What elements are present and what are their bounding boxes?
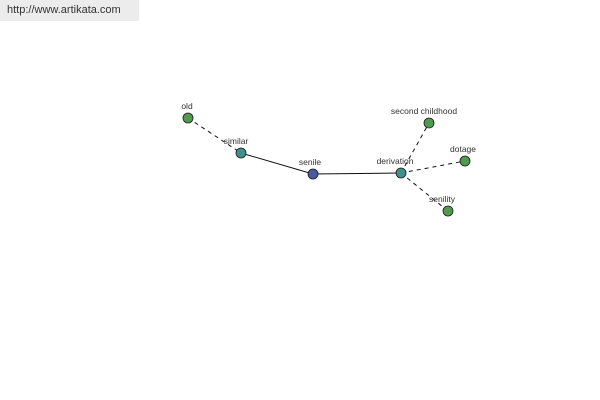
node-label-second-childhood[interactable]: second childhood bbox=[391, 106, 457, 116]
node-dotage[interactable]: dotage bbox=[450, 144, 476, 167]
node-circle-senility[interactable] bbox=[442, 205, 454, 217]
graph-edges bbox=[187, 117, 466, 212]
node-senile[interactable]: senile bbox=[299, 157, 321, 180]
node-circle-senile[interactable] bbox=[307, 168, 319, 180]
node-circle-similar[interactable] bbox=[235, 147, 247, 159]
node-label-derivation[interactable]: derivation bbox=[377, 156, 414, 166]
edge-derivation-to-second-childhood bbox=[400, 122, 430, 174]
node-label-dotage[interactable]: dotage bbox=[450, 144, 476, 154]
node-senility[interactable]: senility bbox=[429, 194, 456, 217]
edge-derivation-to-senility bbox=[400, 172, 449, 212]
node-label-similar[interactable]: similar bbox=[224, 136, 249, 146]
graph-nodes: old similar senile derivation second childho… bbox=[181, 101, 476, 217]
source-url-text[interactable]: http://www.artikata.com bbox=[7, 4, 121, 16]
node-circle-second-childhood[interactable] bbox=[423, 117, 435, 129]
edge-similar-to-senile bbox=[240, 152, 314, 175]
node-label-senile[interactable]: senile bbox=[299, 157, 321, 167]
node-derivation[interactable]: derivation bbox=[377, 156, 414, 179]
edge-old-to-similar bbox=[187, 117, 242, 154]
node-circle-derivation[interactable] bbox=[395, 167, 407, 179]
edge-derivation-to-dotage bbox=[400, 160, 466, 174]
node-circle-dotage[interactable] bbox=[459, 155, 471, 167]
node-second-childhood[interactable]: second childhood bbox=[391, 106, 457, 129]
edge-senile-to-derivation bbox=[312, 172, 402, 175]
node-label-old[interactable]: old bbox=[181, 101, 193, 111]
node-similar[interactable]: similar bbox=[224, 136, 249, 159]
node-circle-old[interactable] bbox=[182, 112, 194, 124]
node-label-senility[interactable]: senility bbox=[429, 194, 456, 204]
node-old[interactable]: old bbox=[181, 101, 194, 124]
source-url-banner[interactable]: http://www.artikata.com bbox=[0, 0, 139, 21]
